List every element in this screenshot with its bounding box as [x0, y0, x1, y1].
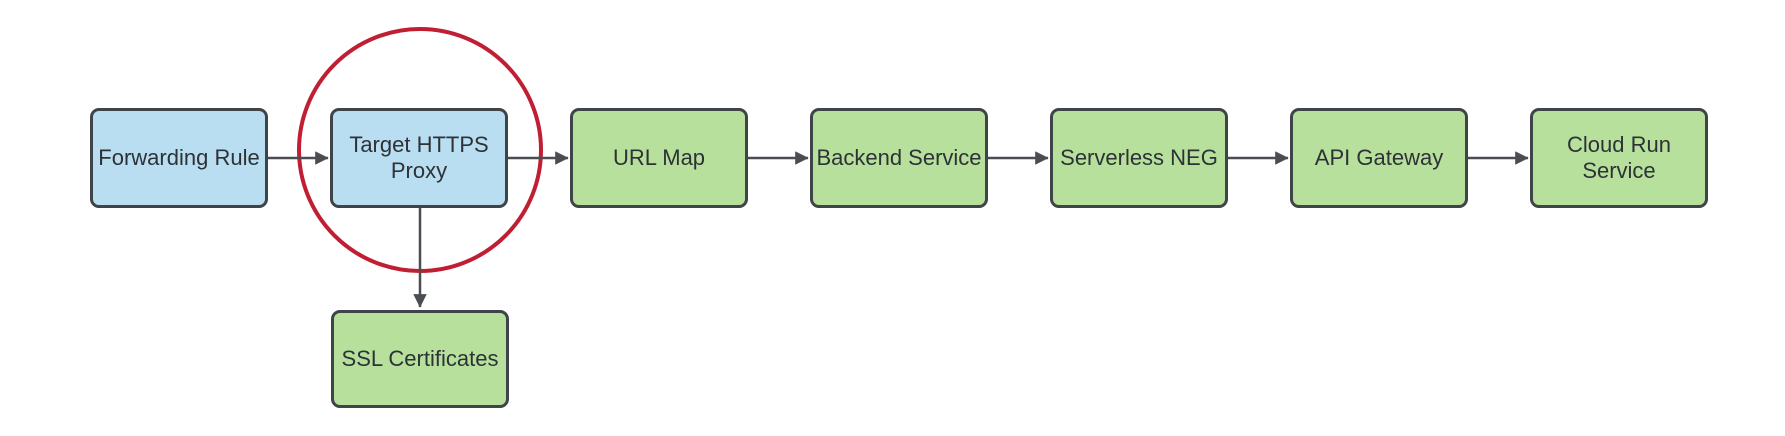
- node-label: Serverless NEG: [1060, 144, 1218, 170]
- node-label: Cloud Run Service: [1567, 131, 1671, 183]
- node-serverless-neg: Serverless NEG: [1050, 108, 1228, 208]
- node-label: Backend Service: [816, 144, 982, 170]
- node-url-map: URL Map: [570, 108, 748, 208]
- node-label: URL Map: [612, 144, 706, 170]
- node-label: SSL Certificates: [341, 345, 499, 371]
- node-label: Target HTTPS Proxy: [349, 131, 489, 183]
- node-backend-service: Backend Service: [810, 108, 988, 208]
- node-label: API Gateway: [1314, 144, 1444, 170]
- node-cloud-run-service: Cloud Run Service: [1530, 108, 1708, 208]
- node-ssl-certificates: SSL Certificates: [331, 310, 509, 408]
- node-label: Forwarding Rule: [98, 144, 260, 170]
- node-api-gateway: API Gateway: [1290, 108, 1468, 208]
- node-target-https-proxy: Target HTTPS Proxy: [330, 108, 508, 208]
- node-forwarding-rule: Forwarding Rule: [90, 108, 268, 208]
